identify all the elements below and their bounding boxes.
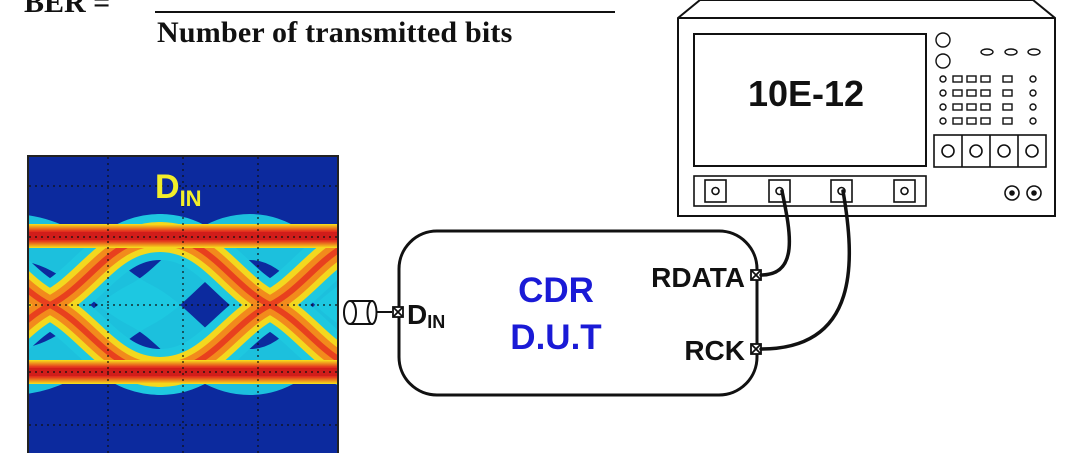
cables <box>759 189 852 351</box>
rck-port-label: RCK <box>684 335 745 366</box>
din-port-label: DIN <box>407 299 445 332</box>
fraction-bar <box>155 11 615 13</box>
dut-block: CDR D.U.T DIN RDATA RCK <box>392 229 762 397</box>
rdata-cable <box>759 189 792 277</box>
eye-label-sub: IN <box>180 186 202 211</box>
instrument-screen <box>693 33 927 167</box>
eye-label-main: D <box>155 168 180 206</box>
coax-connector <box>343 300 392 325</box>
formula-lhs: BER = <box>24 0 111 19</box>
instrument-side-ports <box>933 134 1047 168</box>
din-port-marker <box>392 306 404 318</box>
formula-denominator: Number of transmitted bits <box>157 16 513 49</box>
rdata-port-label: RDATA <box>651 262 745 293</box>
instrument-connector-panel <box>693 175 927 207</box>
dut-outline <box>397 229 759 397</box>
eye-diagram: DIN <box>27 155 339 453</box>
dut-label-line2: D.U.T <box>510 318 601 357</box>
dut-label-line1: CDR <box>518 271 594 310</box>
rck-cable <box>759 189 852 351</box>
ber-formula: BER = Number of transmitted bits <box>0 0 640 49</box>
instrument-display-value: 10E-12 <box>748 73 864 114</box>
instrument-controls <box>935 32 1041 125</box>
bert-instrument: 10E-12 <box>677 0 1056 217</box>
eye-label: DIN <box>155 168 202 211</box>
eye-grid <box>29 157 337 453</box>
instrument-bnc-pair <box>1004 185 1042 201</box>
